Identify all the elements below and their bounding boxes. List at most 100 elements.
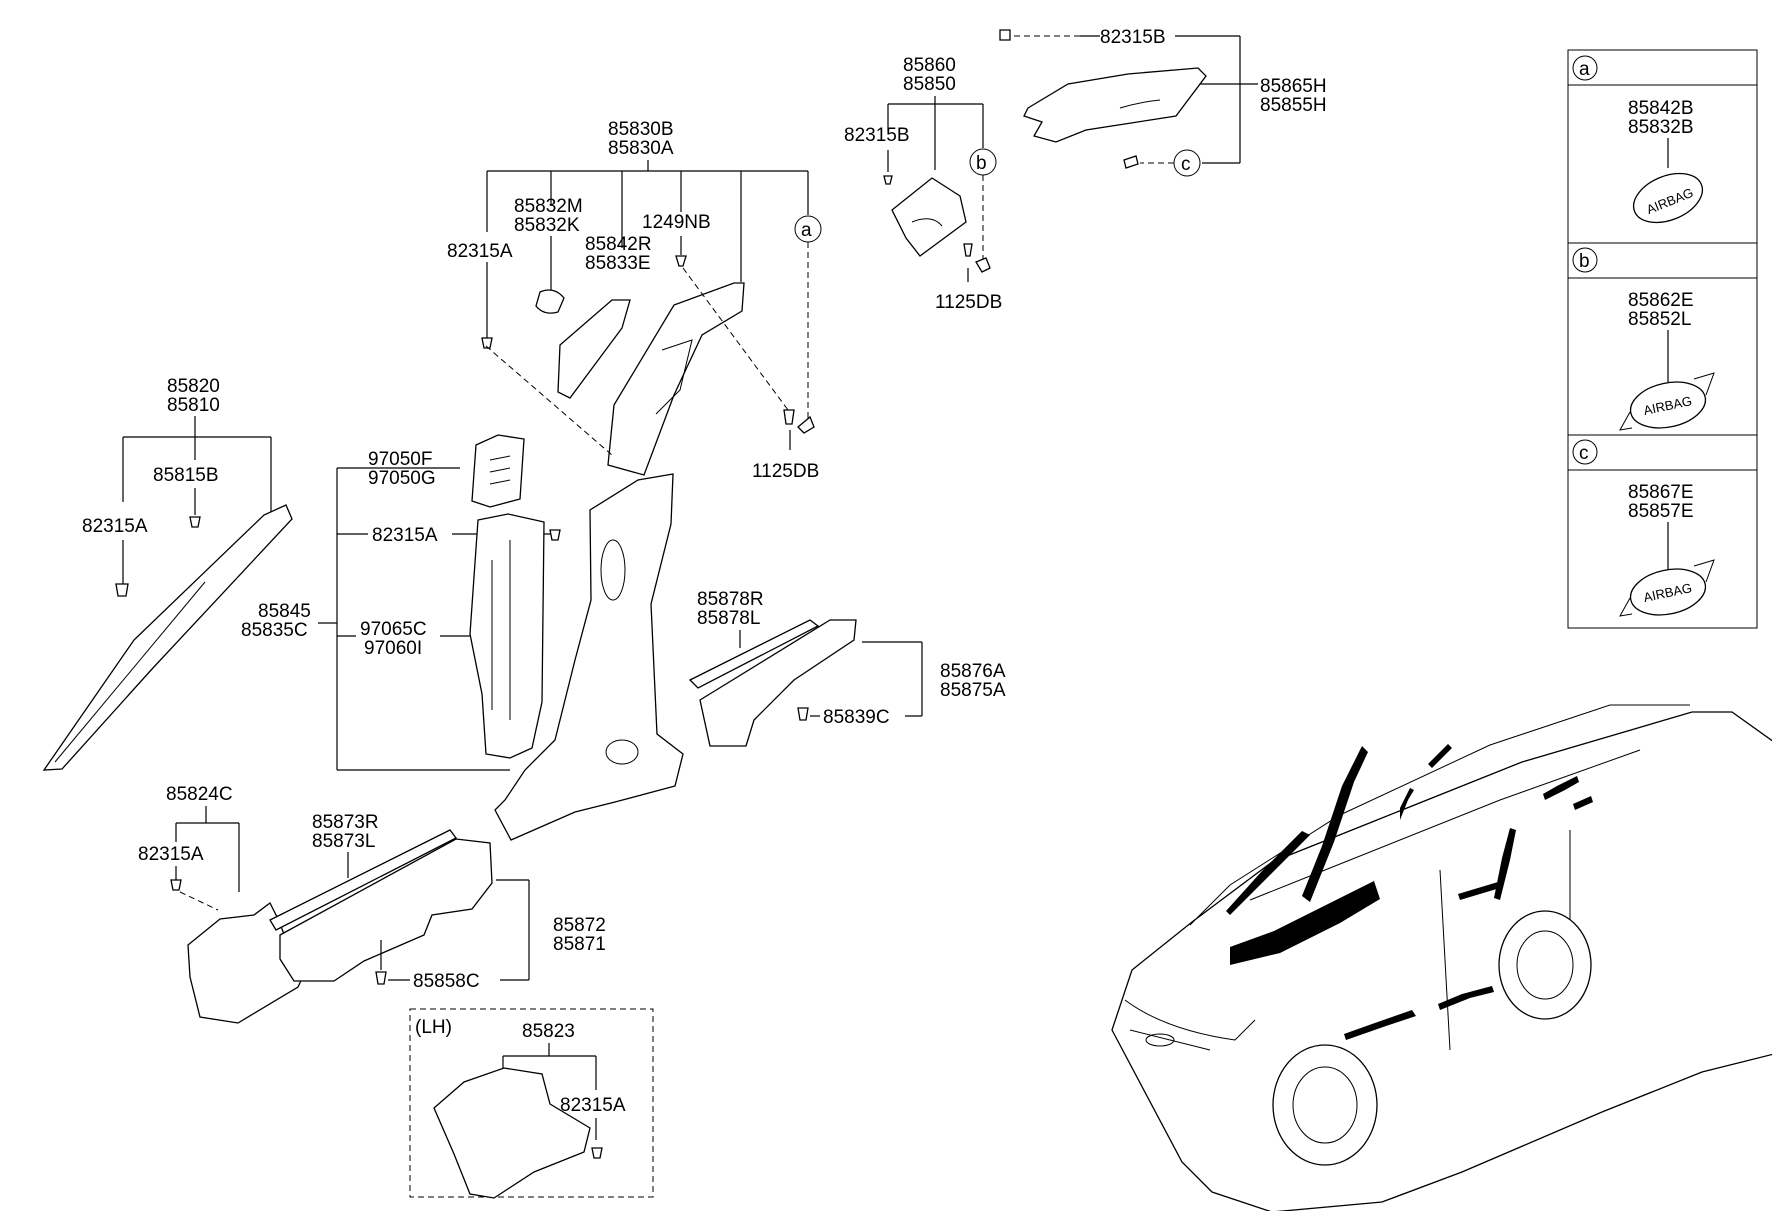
duct-85845-group: 97050F 97050G 82315A 85845 85835C 97065C… (241, 434, 561, 771)
bolt-1125DB-mid (963, 243, 973, 257)
part-85871-sill (279, 838, 493, 982)
label-85833E[interactable]: 85833E (585, 253, 651, 274)
label-1249NB[interactable]: 1249NB (642, 212, 711, 233)
label-85830A[interactable]: 85830A (608, 138, 674, 159)
label-85850[interactable]: 85850 (903, 74, 956, 95)
b-pillar-upper-group: 85830B 85830A 85832M 85832K 85842R 85833… (447, 119, 822, 482)
label-85855H[interactable]: 85855H (1260, 95, 1327, 116)
panel-tag-c (1572, 439, 1598, 465)
clip-1125DB (783, 409, 795, 425)
part-85842R-trim (557, 299, 631, 399)
a-pillar-group: 85820 85810 85815B 82315A (42, 376, 293, 771)
label-85858C[interactable]: 85858C (413, 971, 480, 992)
label-85839C[interactable]: 85839C (823, 707, 890, 728)
label-85823[interactable]: 85823 (522, 1021, 575, 1042)
label-85876A[interactable]: 85876A (940, 661, 1006, 682)
bolt-1249NB (675, 255, 687, 267)
panel-b-label2[interactable]: 85852L (1628, 309, 1691, 330)
clip-82315A-left (115, 583, 129, 597)
label-85845[interactable]: 85845 (258, 601, 311, 622)
clip-82315A (481, 337, 493, 349)
label-97050G[interactable]: 97050G (368, 468, 436, 489)
panel-tag-a (1572, 55, 1598, 81)
label-85842R[interactable]: 85842R (585, 234, 652, 255)
panel-b-label1[interactable]: 85862E (1628, 290, 1694, 311)
clip-85858C (375, 971, 387, 985)
label-97060I[interactable]: 97060I (364, 638, 422, 659)
label-85815B[interactable]: 85815B (153, 465, 219, 486)
label-85810[interactable]: 85810 (167, 395, 220, 416)
label-82315A-mid[interactable]: 82315A (372, 525, 438, 546)
clip-85815B (189, 516, 201, 528)
panel-tag-b-text: b (1579, 251, 1590, 272)
callout-a-text: a (801, 220, 812, 241)
part-85873-scuff (269, 829, 457, 931)
part-85865H-trim (1023, 67, 1207, 143)
clip-82315B-top (999, 29, 1011, 41)
part-85876A-sill (699, 619, 857, 747)
panel-tag-c-text: c (1579, 443, 1589, 464)
part-85830-pillar-upper (607, 282, 745, 476)
clip-82315A-low (170, 879, 182, 891)
rear-wheel (1498, 910, 1592, 1020)
label-85820[interactable]: 85820 (167, 376, 220, 397)
sill-85876A-group: 85878R 85878L 85876A 85875A 85839C (688, 589, 1006, 747)
front-sill-group: 85824C 82315A 85873R 85873L 85872 85871 … (138, 784, 606, 1024)
clip-85839C (797, 707, 809, 721)
label-97065C[interactable]: 97065C (360, 619, 427, 640)
label-85830B[interactable]: 85830B (608, 119, 674, 140)
panel-tag-a-text: a (1579, 59, 1590, 80)
panel-c-label2[interactable]: 85857E (1628, 501, 1694, 522)
part-97050-duct-top (471, 434, 525, 508)
label-85865H[interactable]: 85865H (1260, 76, 1327, 97)
label-85835C[interactable]: 85835C (241, 620, 308, 641)
label-85872[interactable]: 85872 (553, 915, 606, 936)
vehicle-illustration (1111, 704, 1772, 1211)
front-wheel (1272, 1044, 1378, 1166)
panel-tag-b (1572, 247, 1598, 273)
trim-85865H-group: 82315B 85865H 85855H c (999, 27, 1327, 177)
badge-c-icon (1629, 568, 1707, 616)
badge-b-icon (1629, 381, 1707, 429)
lh-inset-group: (LH) 85823 82315A (409, 1008, 654, 1199)
label-82315A-low[interactable]: 82315A (138, 844, 204, 865)
label-97050F[interactable]: 97050F (368, 449, 432, 470)
label-85873R[interactable]: 85873R (312, 812, 379, 833)
panel-a-label1[interactable]: 85842B (1628, 98, 1694, 119)
label-85873L[interactable]: 85873L (312, 831, 375, 852)
label-82315A-left[interactable]: 82315A (82, 516, 148, 537)
badge-a-icon (1632, 172, 1704, 224)
label-85860[interactable]: 85860 (903, 55, 956, 76)
callout-b-text: b (976, 153, 987, 174)
label-82315A-lh[interactable]: 82315A (560, 1095, 626, 1116)
panel-c-label1[interactable]: 85867E (1628, 482, 1694, 503)
callout-c-text: c (1181, 154, 1191, 175)
label-85878L[interactable]: 85878L (697, 608, 760, 629)
part-85845-pillar-lower (494, 473, 684, 841)
label-82315A-top[interactable]: 82315A (447, 241, 513, 262)
label-82315B-mid[interactable]: 82315B (844, 125, 910, 146)
part-85823-kick (433, 1067, 591, 1199)
part-85820-a-pillar (42, 504, 293, 771)
label-85832M[interactable]: 85832M (514, 196, 583, 217)
airbag-badge-panel: a 85842B 85832B AIRBAG b 85862E 85852L A… (1567, 49, 1758, 629)
label-85878R[interactable]: 85878R (697, 589, 764, 610)
label-1125DB-top[interactable]: 1125DB (752, 461, 819, 482)
label-1125DB-mid[interactable]: 1125DB (935, 292, 1002, 313)
label-82315B-top[interactable]: 82315B (1100, 27, 1166, 48)
part-85832M-hook (535, 289, 565, 314)
b-pillar-lower (494, 473, 684, 841)
label-lh[interactable]: (LH) (415, 1017, 452, 1038)
bracket-85860-group: 85860 85850 82315B b 1125DB (844, 55, 1002, 313)
part-85860-bracket (891, 177, 967, 257)
label-85824C[interactable]: 85824C (166, 784, 233, 805)
panel-a-label2[interactable]: 85832B (1628, 117, 1694, 138)
clip-82315A-mid (549, 529, 561, 541)
label-85832K[interactable]: 85832K (514, 215, 580, 236)
label-85871[interactable]: 85871 (553, 934, 606, 955)
part-85878-scuff (688, 619, 820, 689)
lh-inset-box (409, 1008, 654, 1198)
part-97065C-duct (469, 513, 545, 759)
label-85875A[interactable]: 85875A (940, 680, 1006, 701)
